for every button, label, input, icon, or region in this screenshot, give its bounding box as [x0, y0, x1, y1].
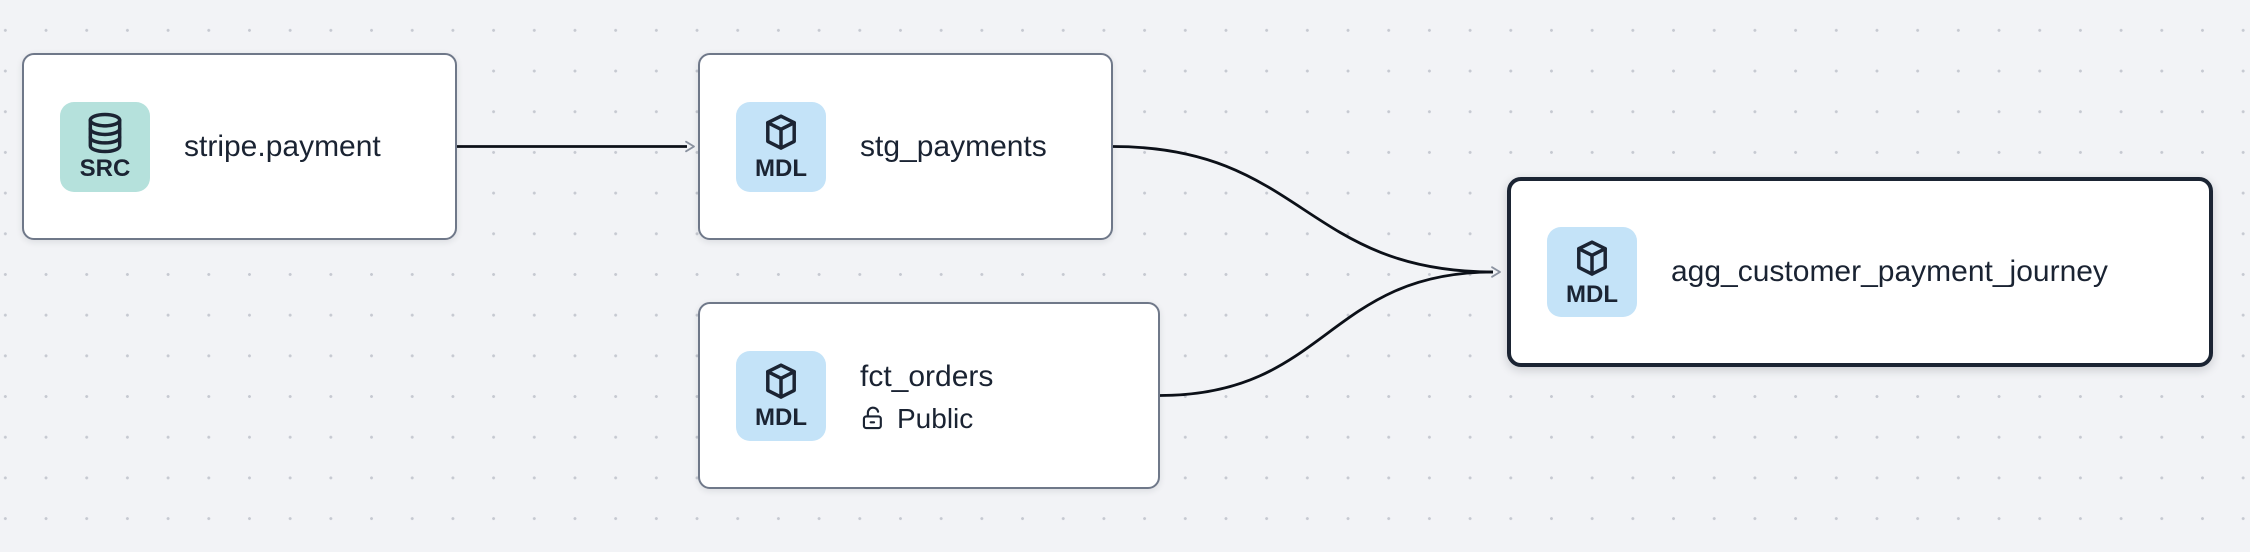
unlock-icon — [862, 406, 882, 430]
model-badge: MDL — [736, 350, 826, 441]
edge-fct-orders-to-agg-customer-payment-journey — [1159, 270, 1494, 397]
cube-icon — [1577, 239, 1607, 276]
node-title: fct_orders — [860, 359, 994, 393]
edge-stg-payments-to-agg-customer-payment-journey — [1112, 145, 1501, 278]
node-stripe-payment[interactable]: SRC stripe.payment — [22, 53, 457, 240]
model-badge: MDL — [1547, 227, 1637, 317]
badge-label: MDL — [755, 155, 807, 182]
model-badge: MDL — [736, 101, 826, 192]
node-title: stg_payments — [860, 129, 1047, 163]
node-title: agg_customer_payment_journey — [1671, 255, 2108, 288]
cube-icon — [766, 363, 796, 399]
node-stg-payments[interactable]: MDL stg_payments — [698, 53, 1113, 240]
badge-label: MDL — [755, 404, 807, 431]
badge-label: MDL — [1566, 280, 1618, 308]
access-row: Public — [860, 403, 993, 435]
node-agg-customer-payment-journey[interactable]: MDL agg_customer_payment_journey — [1507, 177, 2213, 367]
node-title: stripe.payment — [184, 129, 381, 163]
cube-icon — [766, 114, 796, 150]
node-fct-orders[interactable]: MDL fct_orders Public — [698, 302, 1160, 489]
access-label: Public — [897, 402, 974, 434]
badge-label: SRC — [79, 155, 131, 182]
source-badge: SRC — [60, 101, 150, 192]
database-icon — [88, 112, 122, 154]
